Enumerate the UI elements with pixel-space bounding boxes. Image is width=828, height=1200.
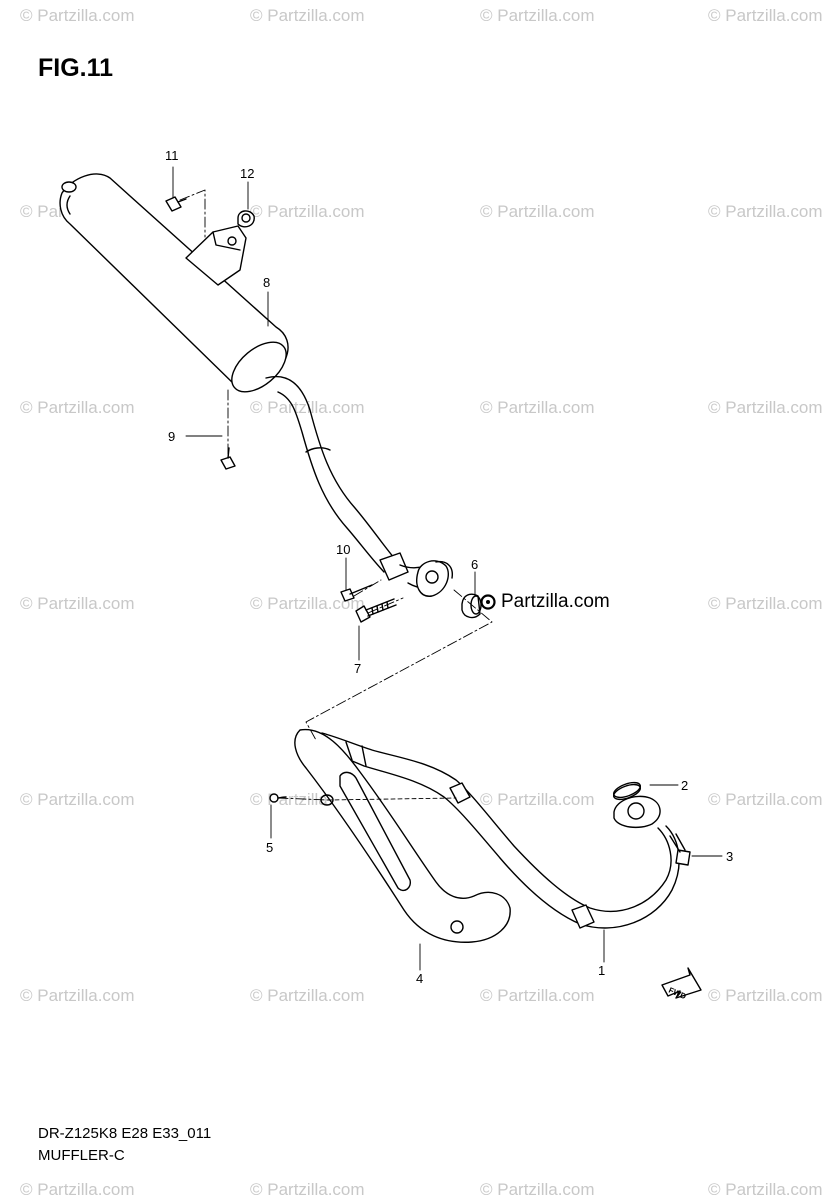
watermark: © Partzilla.com [250,6,365,25]
figure-name: MUFFLER-C [38,1147,125,1164]
watermark: © Partzilla.com [20,986,135,1005]
watermark: © Partzilla.com [20,790,135,809]
watermark: © Partzilla.com [708,398,823,417]
figure-code: DR-Z125K8 E28 E33_011 [38,1125,212,1142]
watermark: © Partzilla.com [708,1180,823,1199]
partzilla-brand: Partzilla.com [480,591,610,613]
heat-shield-part[interactable] [294,728,511,943]
watermark: © Partzilla.com [20,594,135,613]
watermark: © Partzilla.com [708,202,823,221]
bolt-7-part[interactable] [355,598,397,623]
callout-9[interactable]: 9 [168,429,175,444]
callout-11[interactable]: 11 [165,148,179,163]
bolt-10-part[interactable] [340,584,373,602]
forward-arrow-icon: FWD [661,967,702,1001]
assembly-lines [179,189,493,801]
muffler-part[interactable] [59,173,453,597]
watermark: © Partzilla.com [250,986,365,1005]
callout-labels: 11 12 8 9 10 6 7 2 3 5 4 1 [165,148,733,986]
watermark: © Partzilla.com [480,1180,595,1199]
callout-12[interactable]: 12 [240,166,254,181]
watermark: © Partzilla.com [480,790,595,809]
bolt-3-part[interactable] [669,833,691,866]
callout-5[interactable]: 5 [266,840,273,855]
callout-4[interactable]: 4 [416,971,423,986]
gasket-part[interactable] [612,780,642,803]
watermark: © Partzilla.com [480,202,595,221]
watermark: © Partzilla.com [708,6,823,25]
watermark: © Partzilla.com [20,398,135,417]
watermark: © Partzilla.com [708,986,823,1005]
watermark: © Partzilla.com [708,594,823,613]
callout-8[interactable]: 8 [263,275,270,290]
watermark: © Partzilla.com [250,398,365,417]
watermark: © Partzilla.com [250,594,365,613]
callout-6[interactable]: 6 [471,557,478,572]
watermark: © Partzilla.com [480,986,595,1005]
figure-title: FIG.11 [38,54,114,82]
brand-label: Partzilla.com [501,591,610,612]
partzilla-logo-icon [480,594,496,610]
watermark: © Partzilla.com [480,398,595,417]
watermark: © Partzilla.com [480,6,595,25]
watermark: © Partzilla.com [708,790,823,809]
cushion-part[interactable] [461,593,482,619]
watermark: © Partzilla.com [20,6,135,25]
callout-7[interactable]: 7 [354,661,361,676]
bolt-11-part[interactable] [165,196,187,212]
callout-3[interactable]: 3 [726,849,733,864]
leader-lines [172,166,723,971]
watermark: © Partzilla.com [250,202,365,221]
callout-1[interactable]: 1 [598,963,605,978]
bolt-9-part[interactable] [220,447,236,470]
callout-2[interactable]: 2 [681,778,688,793]
watermark: © Partzilla.com [20,1180,135,1199]
callout-10[interactable]: 10 [336,542,350,557]
watermark: © Partzilla.com [250,1180,365,1199]
cushion-12-part[interactable] [237,210,255,228]
